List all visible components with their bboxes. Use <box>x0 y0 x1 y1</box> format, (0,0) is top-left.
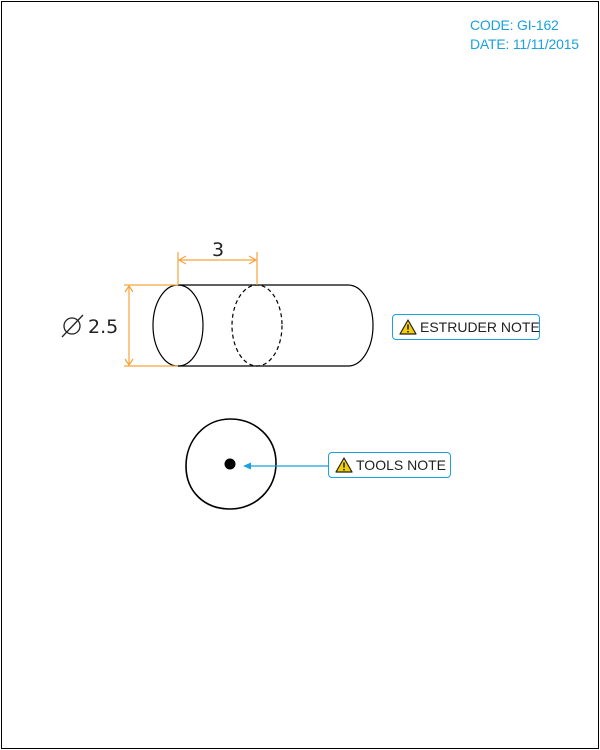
drawing-date: DATE: 11/11/2015 <box>470 36 579 52</box>
cylinder-front-face <box>152 284 204 367</box>
diameter-arrow-bottom <box>124 358 134 367</box>
tool-center-point <box>224 458 236 470</box>
diameter-arrow-top <box>124 284 134 293</box>
extruder-note-label: ESTRUDER NOTE <box>420 319 540 335</box>
length-arrow-right <box>248 255 258 265</box>
title-block: CODE: GI-162 DATE: 11/11/2015 <box>470 16 579 54</box>
tool-cross-section <box>185 418 277 510</box>
diameter-symbol-icon <box>61 314 84 338</box>
length-dimension <box>177 252 258 285</box>
extruder-note[interactable]: ESTRUDER NOTE <box>392 314 540 340</box>
warning-triangle-icon <box>399 319 417 335</box>
tools-note-arrowhead <box>243 462 251 470</box>
length-arrow-left <box>177 255 187 265</box>
diameter-dimension <box>124 284 178 367</box>
cylinder-end-cap <box>347 284 374 367</box>
drawing-code: CODE: GI-162 <box>470 17 559 33</box>
cylinder-hidden-section <box>231 284 283 367</box>
warning-triangle-icon <box>335 457 353 473</box>
cylinder-side-view <box>152 284 374 367</box>
diameter-dimension-label: 2.5 <box>88 316 118 338</box>
length-dimension-label: 3 <box>212 239 224 261</box>
tools-note[interactable]: TOOLS NOTE <box>328 452 451 478</box>
tools-note-label: TOOLS NOTE <box>356 457 446 473</box>
